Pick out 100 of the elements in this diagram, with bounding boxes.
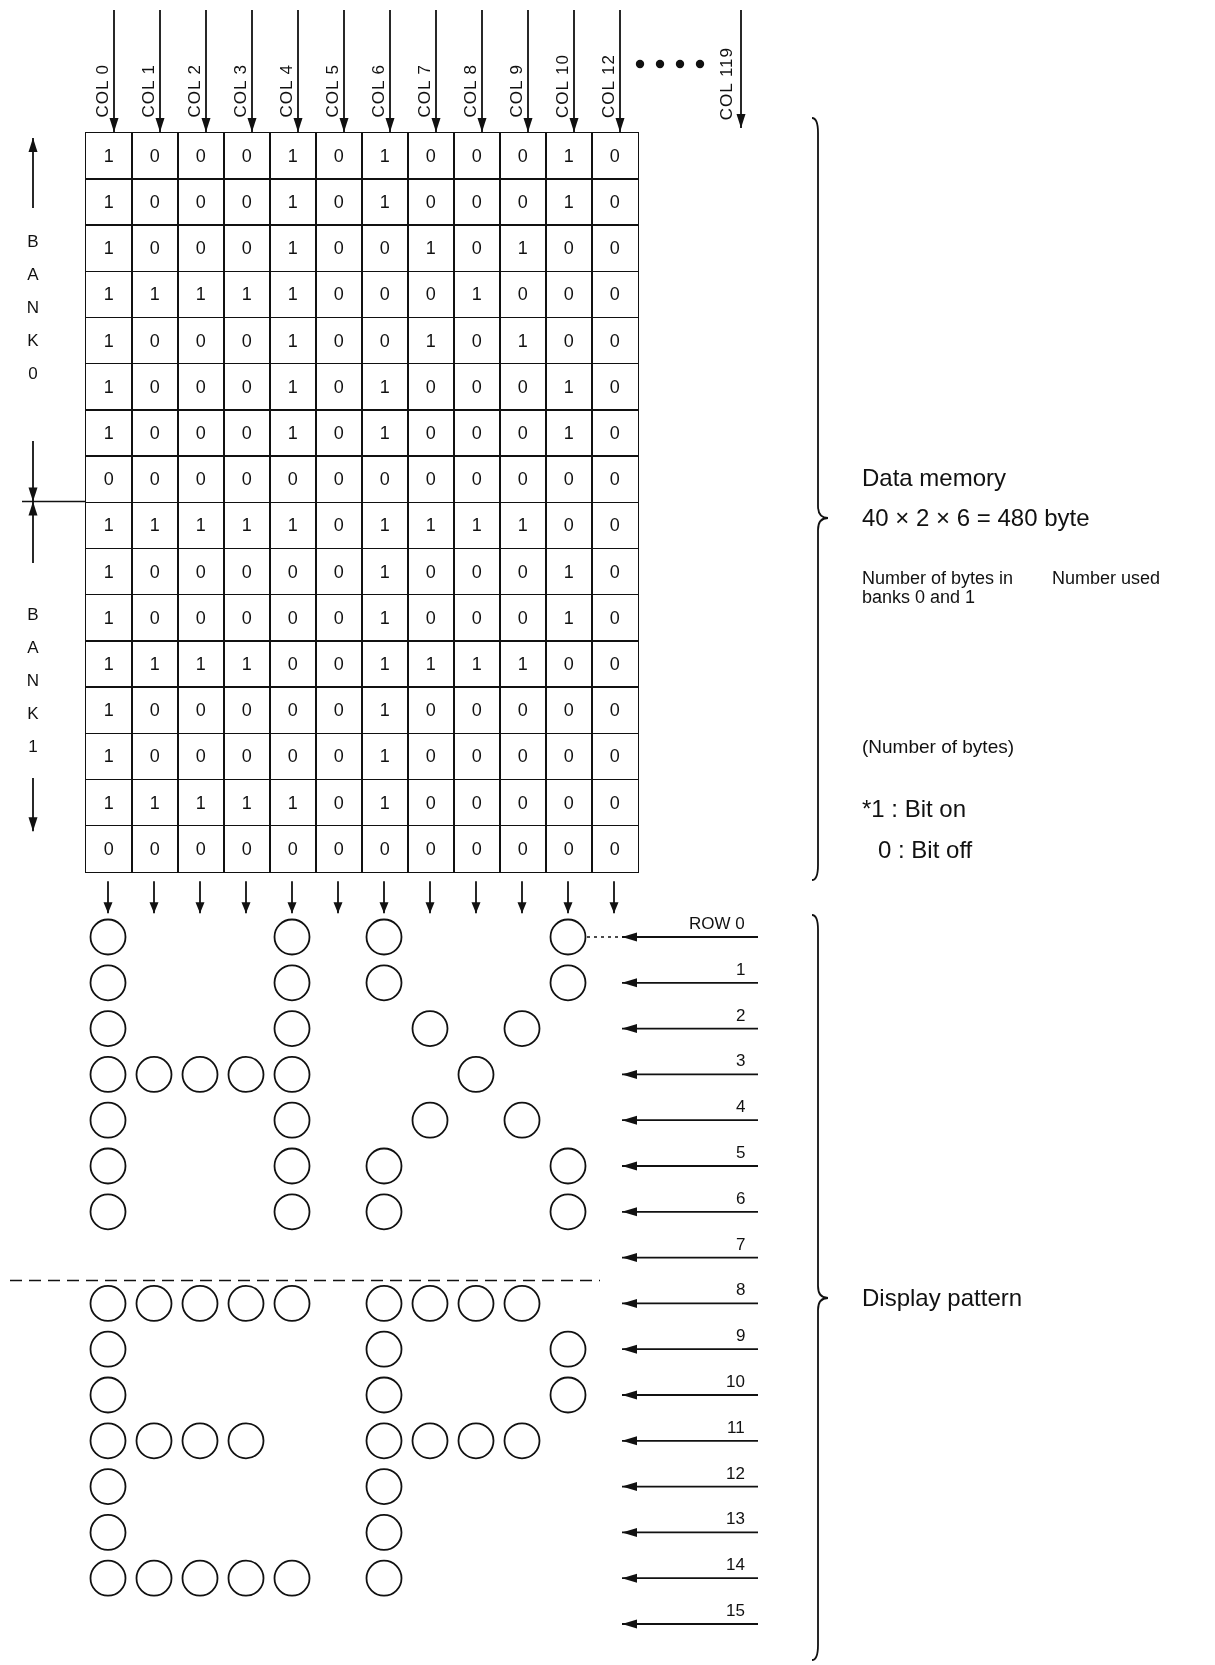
table-cell: 0 <box>545 224 593 273</box>
table-cell: 0 <box>315 686 363 735</box>
table-cell: 0 <box>315 132 363 180</box>
table-cell: 1 <box>85 224 133 273</box>
table-cell: 1 <box>85 316 133 365</box>
table-cell: 0 <box>131 732 179 781</box>
table-cell: 0 <box>131 594 179 642</box>
table-cell: 0 <box>177 363 225 411</box>
table-cell: 0 <box>591 409 639 457</box>
table-cell: 0 <box>545 270 593 319</box>
table-cell: 1 <box>85 547 133 596</box>
row-label: 10 <box>726 1373 745 1390</box>
table-cell: 1 <box>85 686 133 735</box>
table-cell: 1 <box>361 178 409 226</box>
table-cell: 0 <box>407 455 455 504</box>
table-cell: 1 <box>499 640 547 688</box>
table-cell: 0 <box>315 178 363 226</box>
table-cell: 0 <box>315 778 363 827</box>
column-label: COL 3 <box>232 64 249 118</box>
table-cell: 1 <box>85 178 133 226</box>
table-cell: 0 <box>545 455 593 504</box>
table-cell: 0 <box>407 732 455 781</box>
table-cell: 0 <box>223 547 271 596</box>
table-cell: 0 <box>315 409 363 457</box>
column-label: COL 1 <box>140 64 157 118</box>
row-label: 12 <box>726 1464 745 1482</box>
table-cell: 0 <box>499 409 547 457</box>
table-cell: 0 <box>591 778 639 827</box>
table-cell: 1 <box>545 594 593 642</box>
table-cell: 0 <box>315 455 363 504</box>
table-cell: 0 <box>453 224 501 273</box>
table-cell: 0 <box>131 547 179 596</box>
table-cell: 0 <box>223 132 271 180</box>
table-cell: 1 <box>269 270 317 319</box>
table-cell: 0 <box>407 778 455 827</box>
table-cell: 0 <box>591 132 639 180</box>
table-cell: 1 <box>361 594 409 642</box>
table-cell: 0 <box>223 732 271 781</box>
table-cell: 1 <box>545 363 593 411</box>
table-cell: 1 <box>407 316 455 365</box>
table-cell: 0 <box>315 363 363 411</box>
table-cell: 0 <box>315 547 363 596</box>
legend-text: 0 : Bit off <box>878 838 973 862</box>
table-cell: 0 <box>177 224 225 273</box>
table-cell: 0 <box>223 686 271 735</box>
row-label: 11 <box>727 1418 745 1436</box>
table-cell: 0 <box>453 686 501 735</box>
table-cell: 0 <box>315 316 363 365</box>
column-label: COL 7 <box>416 64 433 118</box>
table-cell: 0 <box>591 732 639 781</box>
table-cell: 1 <box>545 547 593 596</box>
table-cell: 0 <box>591 640 639 688</box>
table-cell: 0 <box>131 825 179 873</box>
note-text: Number used <box>1052 569 1162 588</box>
table-cell: 0 <box>361 825 409 873</box>
table-cell: 0 <box>131 409 179 457</box>
table-cell: 1 <box>361 686 409 735</box>
table-cell: 0 <box>453 132 501 180</box>
table-cell: 1 <box>85 363 133 411</box>
table-cell: 0 <box>591 224 639 273</box>
table-cell: 1 <box>269 409 317 457</box>
table-cell: 0 <box>223 363 271 411</box>
table-cell: 0 <box>315 732 363 781</box>
row-label: 3 <box>736 1052 746 1070</box>
table-cell: 1 <box>177 640 225 688</box>
table-cell: 1 <box>85 501 133 550</box>
table-cell: 0 <box>453 594 501 642</box>
table-cell: 0 <box>177 686 225 735</box>
table-cell: 1 <box>177 778 225 827</box>
row-label: 9 <box>736 1327 746 1345</box>
table-cell: 1 <box>131 778 179 827</box>
table-cell: 1 <box>361 363 409 411</box>
row-label: ROW 0 <box>689 915 745 932</box>
legend-text: *1 : Bit on <box>862 797 967 821</box>
table-cell: 0 <box>407 594 455 642</box>
table-cell: 1 <box>177 270 225 319</box>
table-cell: 0 <box>131 316 179 365</box>
table-cell: 0 <box>131 224 179 273</box>
table-cell: 0 <box>545 316 593 365</box>
table-cell: 0 <box>545 825 593 873</box>
table-cell: 0 <box>223 224 271 273</box>
row-label: 15 <box>726 1602 745 1619</box>
row-label: 8 <box>736 1281 746 1299</box>
note-text: (Number of bytes) <box>862 737 1015 756</box>
table-cell: 1 <box>85 132 133 180</box>
table-cell: 0 <box>499 547 547 596</box>
table-cell: 1 <box>85 270 133 319</box>
table-cell: 0 <box>223 455 271 504</box>
table-cell: 1 <box>453 501 501 550</box>
table-cell: 0 <box>453 778 501 827</box>
table-cell: 1 <box>269 178 317 226</box>
table-cell: 1 <box>499 501 547 550</box>
section-label: Display pattern <box>862 1286 1023 1310</box>
table-cell: 0 <box>453 547 501 596</box>
table-cell: 1 <box>361 640 409 688</box>
table-cell: 1 <box>85 594 133 642</box>
section-label: Data memory <box>862 466 1007 490</box>
table-cell: 0 <box>177 409 225 457</box>
row-label: 2 <box>736 1006 746 1024</box>
table-cell: 1 <box>85 409 133 457</box>
